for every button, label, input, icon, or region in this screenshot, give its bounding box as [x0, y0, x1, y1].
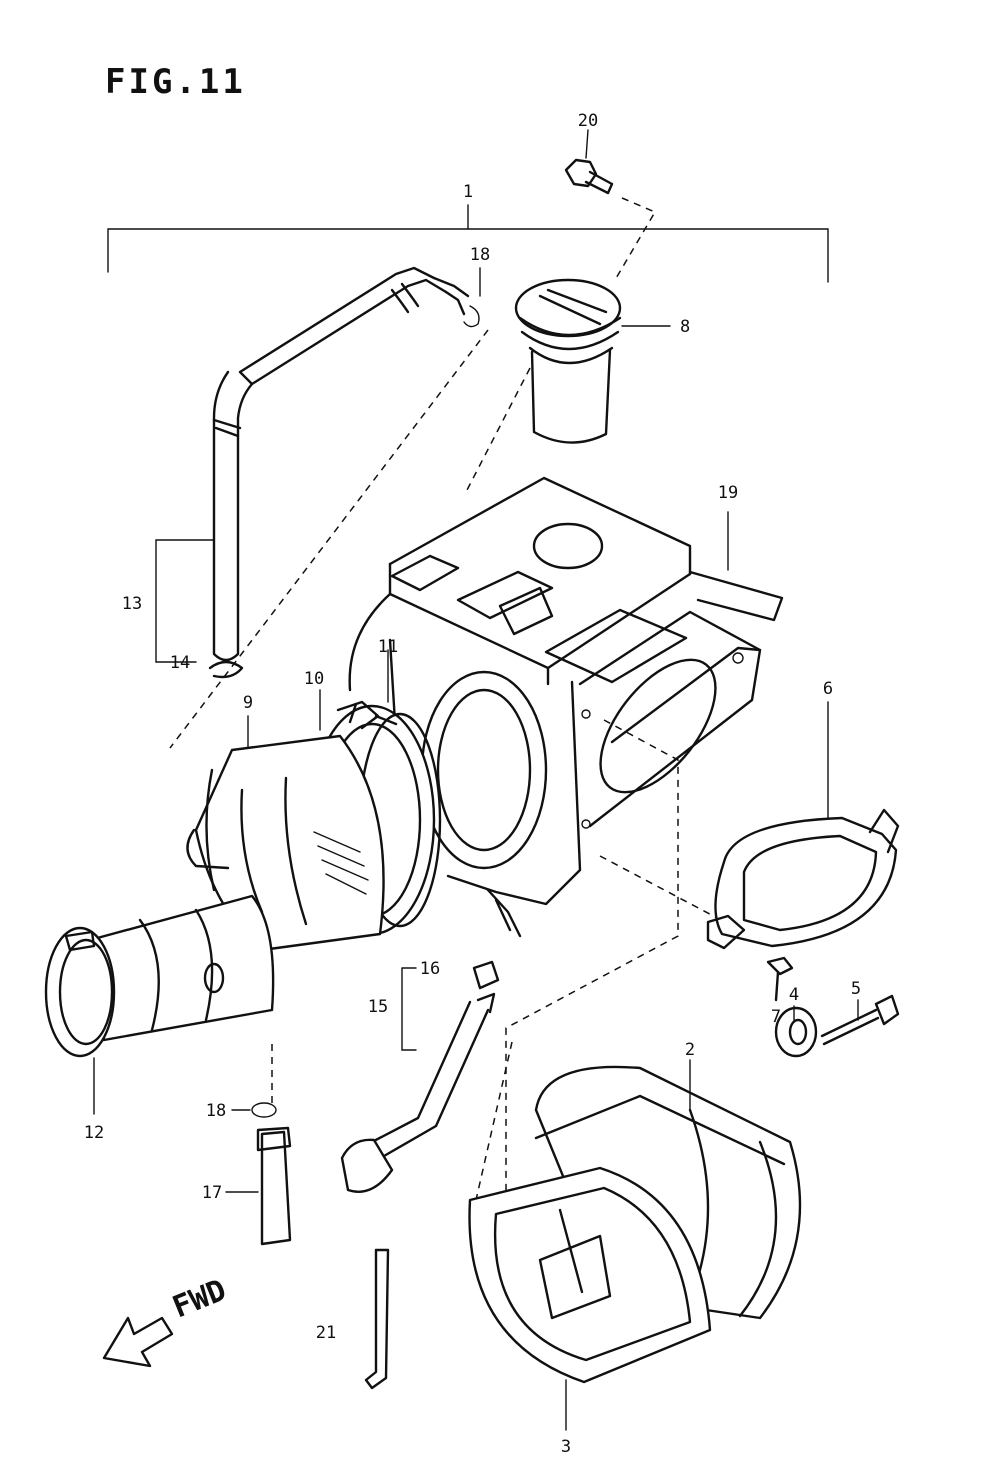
callout-part-7: 7	[771, 1007, 781, 1027]
callout-part-8: 8	[680, 317, 690, 337]
callout-part-5: 5	[851, 979, 861, 999]
callout-part-1: 1	[463, 182, 473, 202]
drain-hose-part-15	[340, 960, 500, 1193]
strap-part-21	[364, 1248, 390, 1390]
callout-part-4: 4	[789, 985, 799, 1005]
callout-part-15: 15	[368, 997, 388, 1017]
figure-title: FIG.11	[105, 62, 246, 102]
callout-part-18-bottom: 18	[206, 1101, 226, 1121]
callout-part-18-top: 18	[470, 245, 490, 265]
case-cover-part-6	[706, 701, 900, 1002]
intake-funnel-part-8	[465, 278, 671, 493]
breather-hose-part-13	[155, 266, 481, 679]
callout-part-21: 21	[316, 1323, 336, 1343]
callout-part-12: 12	[84, 1123, 104, 1143]
assembly-bracket	[107, 204, 829, 283]
callout-labels: 1 2 3 4 5 6 7 8 9 10 11 12 13 14 15 16 1…	[84, 111, 861, 1457]
callout-part-13: 13	[122, 594, 142, 614]
callout-part-17: 17	[202, 1183, 222, 1203]
callout-part-20: 20	[578, 111, 598, 131]
callout-part-19: 19	[718, 483, 738, 503]
callout-part-10: 10	[304, 669, 324, 689]
washer-bolt-parts-4-5	[774, 994, 900, 1058]
forward-arrow	[102, 1316, 174, 1368]
callout-part-2: 2	[685, 1040, 695, 1060]
intake-duct-part-9	[186, 715, 385, 952]
drain-plug-part-17	[225, 1102, 292, 1246]
callout-part-6: 6	[823, 679, 833, 699]
callout-part-3: 3	[561, 1437, 571, 1457]
bolt-part-20	[564, 129, 657, 281]
filter-holder-part-3	[468, 1166, 712, 1431]
air-cleaner-case-part-19	[348, 476, 784, 938]
callout-part-14: 14	[170, 653, 190, 673]
callout-part-11: 11	[378, 637, 398, 657]
inlet-boot-part-12	[44, 894, 275, 1115]
callout-part-16: 16	[420, 959, 440, 979]
forward-direction-label: FWD	[168, 1273, 231, 1326]
callout-part-9: 9	[243, 693, 253, 713]
